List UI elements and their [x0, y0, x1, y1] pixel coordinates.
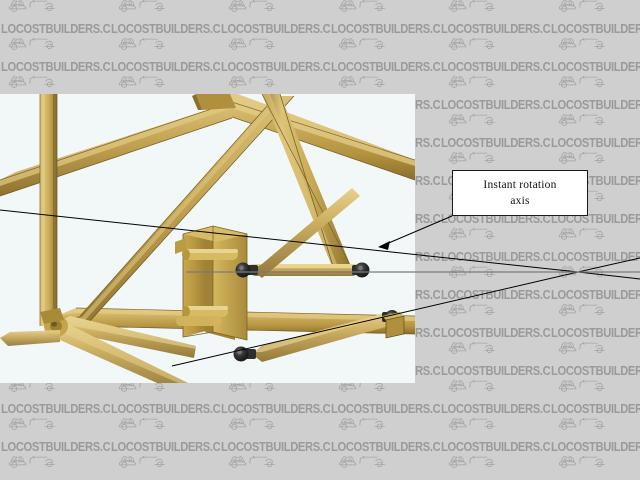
leading-radius-rods [40, 308, 196, 383]
chassis-diagonal-brace-b [261, 94, 353, 277]
upper-wishbone-axis-line-extension [577, 271, 640, 280]
chassis-vertical-post [39, 94, 58, 326]
chassis-node-block [192, 94, 236, 110]
lower-inner-ball-joint [233, 346, 256, 362]
callout-line-1: Instant rotation [483, 179, 557, 191]
upright-upper-pivot-boss [182, 249, 238, 260]
callout-leader-line [383, 215, 453, 246]
suspension-cad-render [0, 94, 415, 383]
chassis-top-rail [199, 94, 415, 181]
upright-front-rods [0, 316, 222, 346]
lower-wishbone-axis-line [171, 271, 579, 367]
upright-lower-pivot-boss [182, 306, 228, 317]
upright-carrier-bracket [175, 225, 248, 341]
callout-arrow-head [378, 241, 390, 250]
upper-wishbone-axis-line [0, 209, 579, 273]
callout-line-2: axis [510, 195, 530, 207]
upper-wishbone [235, 188, 370, 278]
chassis-diagonal-brace-a [62, 95, 295, 333]
lower-wishbone-axis-line-extension [577, 257, 640, 273]
chassis-upper-cross-member [0, 101, 233, 197]
instant-rotation-axis-callout: Instant rotation axis [452, 170, 588, 216]
